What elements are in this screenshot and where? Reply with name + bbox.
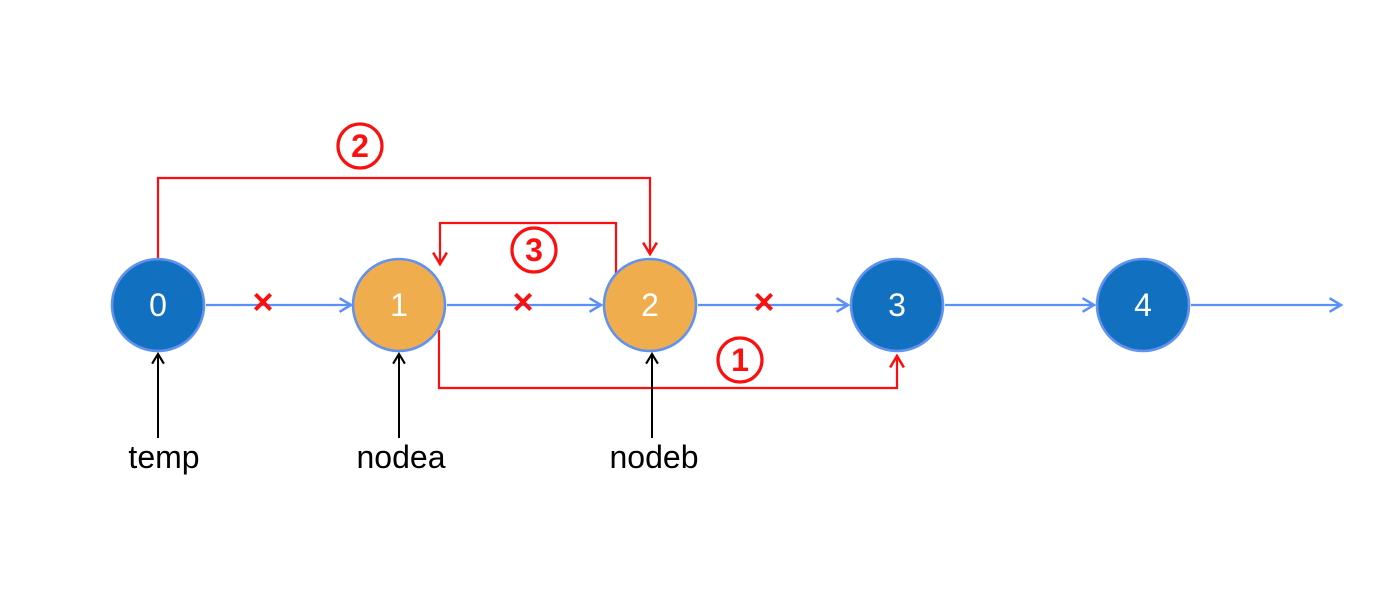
- step-badge-1-number: 1: [731, 342, 749, 378]
- node-4: [1095, 257, 1191, 353]
- step-badge-2-number: 2: [351, 128, 369, 164]
- node-0: [110, 257, 206, 353]
- step-badge-2-ring: [336, 122, 384, 170]
- step-badge-2: 2: [336, 122, 384, 170]
- break-mark-icon-0-1: ×: [252, 281, 273, 322]
- step-badge-3-number: 3: [525, 232, 543, 268]
- pointer-label-nodeb: nodeb: [610, 439, 699, 475]
- step-badge-1-ring: [716, 336, 764, 384]
- pointer-label-temp: temp: [128, 439, 199, 475]
- pointer-label-nodea: nodea: [357, 439, 446, 475]
- step-badge-1: 1: [716, 336, 764, 384]
- break-mark-icon-2-3: ×: [753, 281, 774, 322]
- node-2-label: 2: [641, 287, 659, 323]
- node-3: [849, 257, 945, 353]
- step-badge-3-ring: [510, 226, 558, 274]
- step3-arrow-node2-to-node1: [440, 221, 618, 273]
- node-1: [351, 257, 447, 353]
- step1-arrow-node1-to-node3: [437, 330, 897, 390]
- node-4-label: 4: [1134, 287, 1152, 323]
- node-2: [602, 257, 698, 353]
- step2-arrow-node0-to-node2: [156, 176, 650, 259]
- node-0-label: 0: [149, 287, 167, 323]
- break-mark-icon-1-2: ×: [512, 281, 533, 322]
- step-badge-3: 3: [510, 226, 558, 274]
- node-1-label: 1: [390, 287, 408, 323]
- node-3-label: 3: [888, 287, 906, 323]
